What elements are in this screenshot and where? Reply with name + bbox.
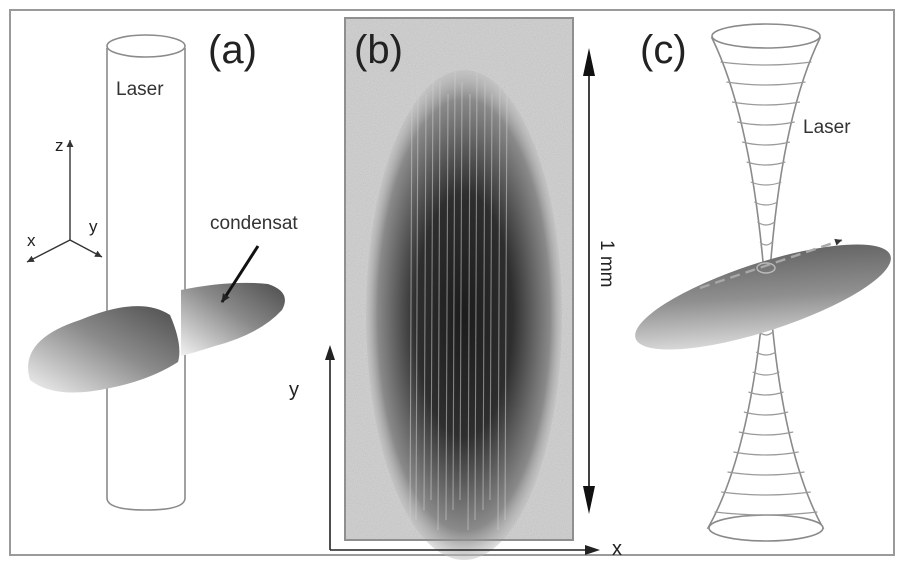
panel-a-label: (a) bbox=[208, 28, 257, 72]
axis-y-label-b: y bbox=[289, 379, 299, 401]
condensate-arrow bbox=[220, 245, 260, 303]
axis-y-label-a: y bbox=[89, 217, 98, 236]
wavefront-arc bbox=[755, 351, 777, 356]
laser-wavefronts bbox=[714, 61, 818, 516]
focused-laser-beam-top bbox=[711, 23, 821, 49]
wavefront-arc bbox=[746, 161, 786, 166]
condensate-label: condensat bbox=[210, 213, 298, 234]
panel-b-drawing bbox=[325, 17, 600, 560]
wavefront-arc bbox=[733, 451, 799, 456]
wavefront-arc bbox=[752, 371, 780, 376]
laser-cylinder-top bbox=[106, 34, 186, 58]
axis-y-arrow-b bbox=[325, 345, 335, 360]
wavefront-arc bbox=[743, 411, 789, 416]
wavefront-arc bbox=[748, 391, 784, 396]
wavefront-arc bbox=[757, 221, 775, 226]
condensate-disc-right bbox=[181, 282, 285, 356]
fringe-line bbox=[415, 81, 419, 521]
wavefront-arc bbox=[714, 511, 818, 516]
panel-c-label: (c) bbox=[640, 28, 687, 72]
interference-fringes bbox=[409, 69, 508, 531]
laser-label-a: Laser bbox=[116, 79, 164, 100]
axis-x-line bbox=[26, 239, 71, 263]
condensate-cloud bbox=[366, 70, 562, 560]
wavefront-arc bbox=[738, 431, 794, 436]
panel-a-drawing bbox=[26, 34, 285, 511]
wavefront-arc bbox=[727, 471, 805, 476]
fringe-line bbox=[459, 81, 463, 501]
fringe-line bbox=[467, 93, 471, 531]
wavefront-arc bbox=[731, 101, 801, 106]
fringe-line bbox=[452, 69, 456, 511]
beam-crossing-ring bbox=[756, 262, 776, 274]
axis-y-line bbox=[69, 239, 103, 258]
disc-rotation-arrow bbox=[699, 238, 843, 290]
fringe-line bbox=[497, 69, 501, 531]
fringe-line bbox=[423, 93, 427, 511]
fringe-line bbox=[430, 69, 434, 501]
condensate-disc-c bbox=[635, 244, 891, 350]
fringe-line bbox=[437, 81, 441, 531]
axis-x-arrow-b bbox=[585, 545, 600, 555]
fringe-line bbox=[409, 69, 413, 531]
wavefront-arc bbox=[720, 61, 812, 66]
fringe-line bbox=[489, 93, 493, 501]
axis-x-label-a: x bbox=[27, 231, 36, 250]
absorption-image-frame bbox=[344, 17, 574, 541]
laser-cylinder bbox=[106, 48, 186, 511]
wavefront-arc bbox=[750, 181, 782, 186]
wavefront-arc bbox=[721, 491, 811, 496]
wavefront-arc bbox=[726, 81, 806, 86]
axis-z-label: z bbox=[55, 136, 64, 155]
scale-bar-arrow-bottom bbox=[583, 486, 595, 514]
wavefront-arc bbox=[737, 121, 795, 126]
wavefront-arc bbox=[759, 241, 773, 246]
laser-label-c: Laser bbox=[803, 117, 851, 138]
scale-bar-label: 1 mm bbox=[596, 240, 617, 288]
fringe-line bbox=[445, 93, 449, 521]
scale-bar-arrow-top bbox=[583, 48, 595, 76]
condensate-disc-left bbox=[28, 306, 180, 393]
fringe-line bbox=[504, 81, 508, 521]
panel-b-label: (b) bbox=[354, 28, 403, 72]
wavefront-arc bbox=[753, 201, 779, 206]
wavefront-arc bbox=[741, 141, 791, 146]
fringe-line bbox=[482, 81, 486, 511]
axis-x-label-b: x bbox=[612, 538, 622, 560]
fringe-line bbox=[474, 69, 478, 521]
panel-c-drawing bbox=[635, 23, 891, 542]
focused-laser-beam-bottom bbox=[708, 514, 824, 542]
